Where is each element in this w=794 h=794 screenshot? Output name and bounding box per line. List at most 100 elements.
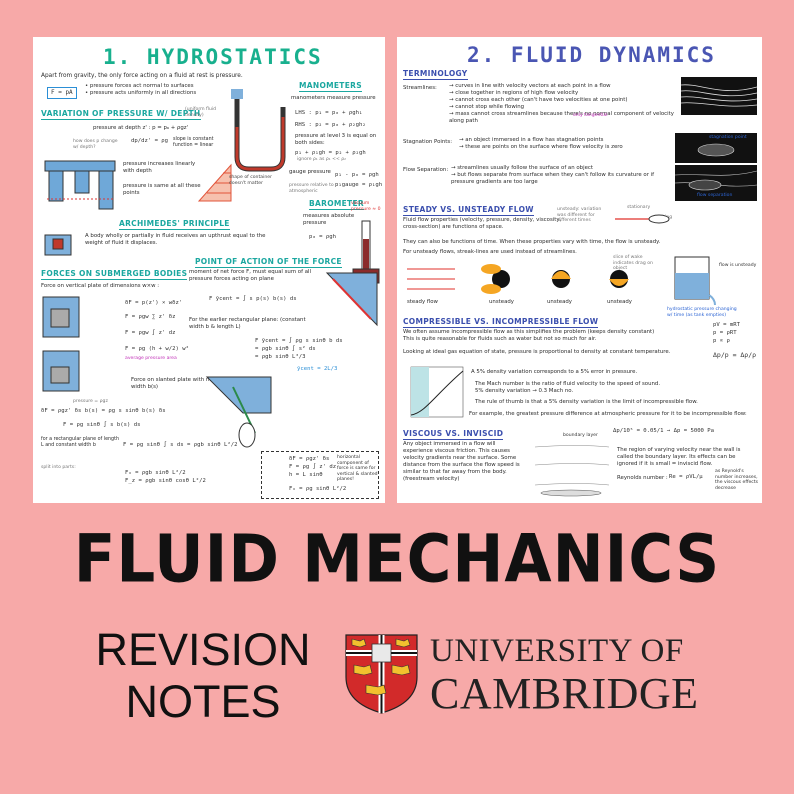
- same-pressure-note: pressure is same at all these points: [123, 183, 201, 196]
- ycent-equation: ȳcent = 2L/3: [297, 366, 338, 372]
- university-of-text: UNIVERSITY OF: [430, 633, 684, 669]
- slant-equation-2: F = ρg sinθ ∫ s b(s) ds: [63, 422, 141, 428]
- pressure-note: pressure = ρgz: [73, 399, 108, 404]
- stagnation-label: Stagnation Points:: [403, 139, 453, 145]
- mach-note: The Mach number is the ratio of fluid ve…: [475, 381, 661, 394]
- comparison-box: [261, 451, 379, 499]
- level-equation: p₁ + ρ₁gh = p₂ + ρ₂gh: [295, 150, 366, 156]
- rectangular-note: For the earlier rectangular plane: (cons…: [189, 317, 306, 330]
- flow-unsteady-note: flow is unsteady: [719, 263, 757, 268]
- unsteady-label-1: unsteady: [489, 299, 514, 305]
- stagnation-note: → an object immersed in a flow has stagn…: [459, 137, 623, 150]
- vacuum-note: vacuum pressure ≈ 0: [351, 201, 381, 212]
- streamlines-note: → curves in line with velocity vectors a…: [449, 83, 674, 124]
- streamlines-label: Streamlines:: [403, 85, 437, 91]
- depth-equation: pressure at depth z' : p = pₐ + ρgz': [93, 125, 189, 131]
- force-equation-4: F = ρg (h + w/2) w²: [125, 346, 189, 352]
- separation-note: → streamlines usually follow the surface…: [451, 165, 655, 185]
- unsteady-label-2: unsteady: [547, 299, 572, 305]
- u-tube-manometer-sketch: [231, 89, 286, 172]
- box-note: horizontal component of force is same fo…: [337, 455, 378, 482]
- cambridge-crest-icon: [345, 634, 418, 714]
- steady-heading: STEADY VS. UNSTEADY FLOW: [403, 205, 534, 216]
- split-equation: Fₓ = ρgb sinθ L²/2 F_z = ρgb sinθ cosθ L…: [125, 470, 206, 484]
- ignore-note: ignore ρ₁ as ρ₁ << ρ₂: [297, 157, 347, 162]
- moving-object-sketch: [615, 214, 670, 224]
- archimedes-note: A body wholly or partially in fluid rece…: [85, 233, 266, 246]
- increase-note: pressure increases linearly with depth: [123, 161, 196, 174]
- gauge-label: gauge pressure: [289, 169, 331, 175]
- gauge-note: pressure relative to atmospheric: [289, 183, 334, 194]
- density-mach-graph: [410, 366, 464, 418]
- barometer-note: measures absolute pressure: [303, 213, 355, 226]
- fluid-dynamics-sheet: 2. FLUID DYNAMICS TERMINOLOGY Streamline…: [397, 37, 762, 503]
- reynolds-label: Reynolds number :: [617, 475, 668, 481]
- variation-heading: VARIATION OF PRESSURE W/ DEPTH: [41, 109, 201, 120]
- boundary-region-note: The region of varying velocity near the …: [617, 447, 741, 467]
- slant-equation-3: F = ρg sinθ ∫ s ds = ρgb sinθ L²/2: [123, 442, 238, 448]
- rectangular-plane-note: for a rectangular plane of length L and …: [41, 437, 120, 448]
- variation-note: (uniform fluid density): [185, 107, 217, 118]
- boundary-layer-sketch: [534, 445, 610, 497]
- average-pressure-note: average pressure area: [125, 356, 177, 361]
- separation-label: Flow Separation:: [403, 167, 449, 173]
- pressure-bullets: • pressure forces act normal to surfaces…: [85, 83, 197, 96]
- force-equation-3: F = ρgw ∫ z' dz: [125, 330, 176, 336]
- pressure-triangle-sketch: [197, 163, 232, 202]
- ideal-gas-note: Looking at ideal gas equation of state, …: [403, 349, 671, 355]
- hydrostatics-sheet: 1. HYDROSTATICS Apart from gravity, the …: [33, 37, 385, 503]
- reynolds-note: as Reynold's number increases, the visco…: [715, 469, 759, 491]
- revision-notes-subtitle: REVISION NOTES: [95, 624, 311, 727]
- unsteady-label-3: unsteady: [607, 299, 632, 305]
- cambridge-text: CAMBRIDGE: [430, 669, 699, 718]
- reynolds-equation: Re = ρVL/μ: [669, 474, 703, 480]
- forces-heading: FORCES ON SUBMERGED BODIES: [41, 269, 188, 280]
- emptying-tank-sketch: [674, 256, 716, 306]
- boundary-layer-tag: boundary layer: [563, 433, 598, 438]
- compressible-note: We often assume incompressible flow as t…: [403, 329, 655, 342]
- vertical-plate-sketch: [42, 296, 80, 338]
- gradient-equation: dp/dz' = ρg: [131, 138, 169, 144]
- slope-note: slope is constant function = linear: [173, 137, 214, 148]
- intro-text: Apart from gravity, the only force actin…: [41, 73, 243, 79]
- rectangular-equation: F ȳcent = ∫ ρg s sinθ b ds = ρgb sinθ ∫ …: [255, 338, 343, 360]
- flow-separation-image: [675, 165, 757, 201]
- separation-tag: flow separation: [697, 193, 733, 198]
- shape-note: shape of container doesn't matter: [229, 175, 272, 186]
- manometers-heading: MANOMETERS: [299, 81, 362, 92]
- stagnation-image: [675, 133, 757, 163]
- ratio-equation: Δp/p = Δρ/ρ: [713, 351, 757, 359]
- main-title: FLUID MECHANICS: [73, 521, 721, 598]
- gauge-equation-2: p₁gauge = ρ₁gh: [335, 182, 383, 188]
- unsteady-tag: unsteady: variation was different for di…: [557, 207, 602, 223]
- only-tangential-note: only tangential: [573, 113, 608, 118]
- rhs-equation: RHS : p₂ = pₐ + ρ₂gh₂: [295, 122, 366, 128]
- force-pressure-equation: F = pA: [47, 87, 77, 99]
- point-of-action-heading: POINT OF ACTION OF THE FORCE: [195, 257, 342, 268]
- rule-note: The rule of thumb is that a 5% density v…: [475, 399, 698, 405]
- inclined-plane-sketch: [325, 272, 378, 327]
- viscous-note: Any object immersed in a flow will exper…: [403, 441, 520, 482]
- lhs-equation: LHS : p₁ = pₐ + ρgh₁: [295, 110, 363, 116]
- archimedes-sketch: [44, 234, 72, 256]
- hydrostatics-title: 1. HYDROSTATICS: [103, 45, 323, 69]
- barometer-equation: pₐ = ρgh: [309, 234, 336, 240]
- archimedes-heading: ARCHIMEDES' PRINCIPLE: [119, 219, 230, 230]
- split-note: split into parts:: [41, 465, 76, 470]
- connected-tanks-sketch: [44, 160, 116, 210]
- compressible-heading: COMPRESSIBLE VS. INCOMPRESSIBLE FLOW: [403, 317, 599, 328]
- example-equation: Δp/10⁵ = 0.05/1 → Δp = 5000 Pa: [613, 428, 715, 434]
- streamlines-image: [681, 77, 757, 115]
- stagnation-tag: stagnation point: [709, 135, 747, 140]
- manometers-note: manometers measure pressure: [291, 95, 376, 101]
- flow-examples-sketch: [407, 264, 629, 294]
- steady-flow-label: steady flow: [407, 299, 438, 305]
- viscous-heading: VISCOUS VS. INVISCID: [403, 429, 504, 440]
- barometer-heading: BAROMETER: [309, 199, 364, 210]
- how-does-p-note: how does p change w/ depth?: [73, 139, 118, 150]
- streak-note: For unsteady flows, streak-lines are use…: [403, 249, 577, 255]
- gauge-equation-1: p₁ - pₐ = ρgh: [335, 172, 379, 178]
- point-of-action-equation: F ȳcent = ∫ s p(s) b(s) ds: [209, 296, 297, 302]
- box-equation: δF = ρgz' δs F = ρg ∫ z' dz h = L sinθ: [289, 456, 337, 478]
- level-note: pressure at level 3 is equal on both sid…: [295, 133, 377, 146]
